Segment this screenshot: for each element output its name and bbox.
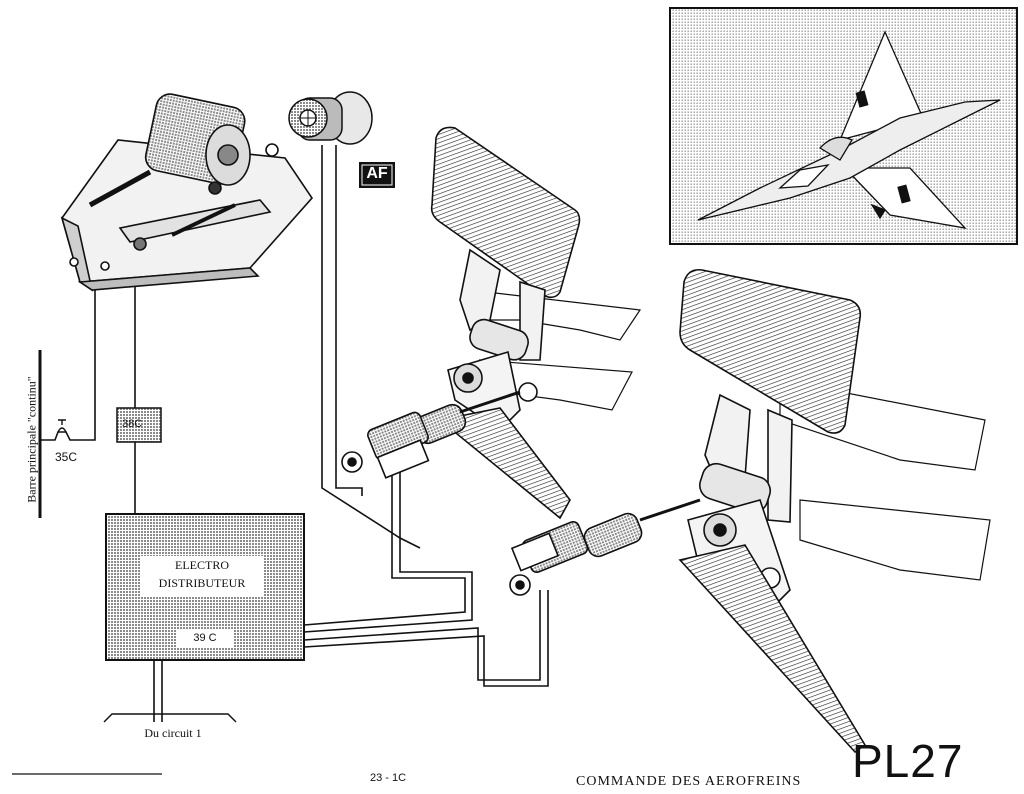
- relay-38c-box: [116, 407, 162, 443]
- actuator-lower: [509, 498, 701, 596]
- wire-busbar-breaker: [40, 282, 96, 441]
- hydraulic-line-d: [303, 590, 549, 687]
- distributor-label-plate: [140, 556, 264, 596]
- actuator-upper: [341, 390, 521, 479]
- hydraulic-line-c: [303, 590, 541, 681]
- airbrake-upper: [855, 90, 869, 108]
- pedal-lower-plate: [679, 268, 862, 434]
- indicator-badge: [359, 162, 395, 188]
- wire-indicator-2: [335, 145, 363, 496]
- pedal-assembly-upper: [341, 126, 642, 520]
- hydraulic-line-b: [303, 460, 473, 633]
- circuit-source-bracket: [103, 713, 237, 723]
- aircraft-illustration: [697, 30, 1001, 229]
- indicator-badge-label: AF: [366, 165, 388, 182]
- pedal-upper-plate: [430, 126, 581, 299]
- footer-title: COMMANDE DES AEROFREINS: [576, 774, 802, 789]
- wire-indicator: [321, 145, 421, 549]
- distributor-code-label: 39 C: [193, 632, 217, 644]
- relay-38c-label: 38C: [122, 418, 143, 430]
- distributor-label-line1: ELECTRO: [175, 558, 229, 572]
- aircraft-inset: [669, 7, 1018, 245]
- distributor-label-line2: DISTRIBUTEUR: [158, 576, 246, 590]
- circuit-source-label: Du circuit 1: [144, 726, 202, 740]
- footer-page-number: 23 - 1C: [370, 772, 407, 784]
- pedal-upper-footrest: [438, 407, 571, 520]
- distributor-code-plate: [176, 630, 234, 648]
- pedal-assembly-lower: [509, 268, 991, 754]
- airbrake-lower: [897, 184, 911, 204]
- control-box: [60, 93, 314, 292]
- busbar-label: Barre principale "continu": [24, 376, 39, 503]
- pedal-lower-footrest: [678, 544, 867, 754]
- indicator-lamp: [288, 91, 373, 145]
- breaker-35c-symbol: [57, 419, 67, 433]
- plate-number: PL27: [852, 735, 964, 787]
- aircraft-fuselage: [697, 99, 1001, 221]
- wiring: [38, 145, 549, 723]
- breaker-35c-label: 35C: [55, 450, 78, 464]
- electro-distributor: [105, 513, 305, 661]
- hydraulic-line-a: [303, 460, 466, 626]
